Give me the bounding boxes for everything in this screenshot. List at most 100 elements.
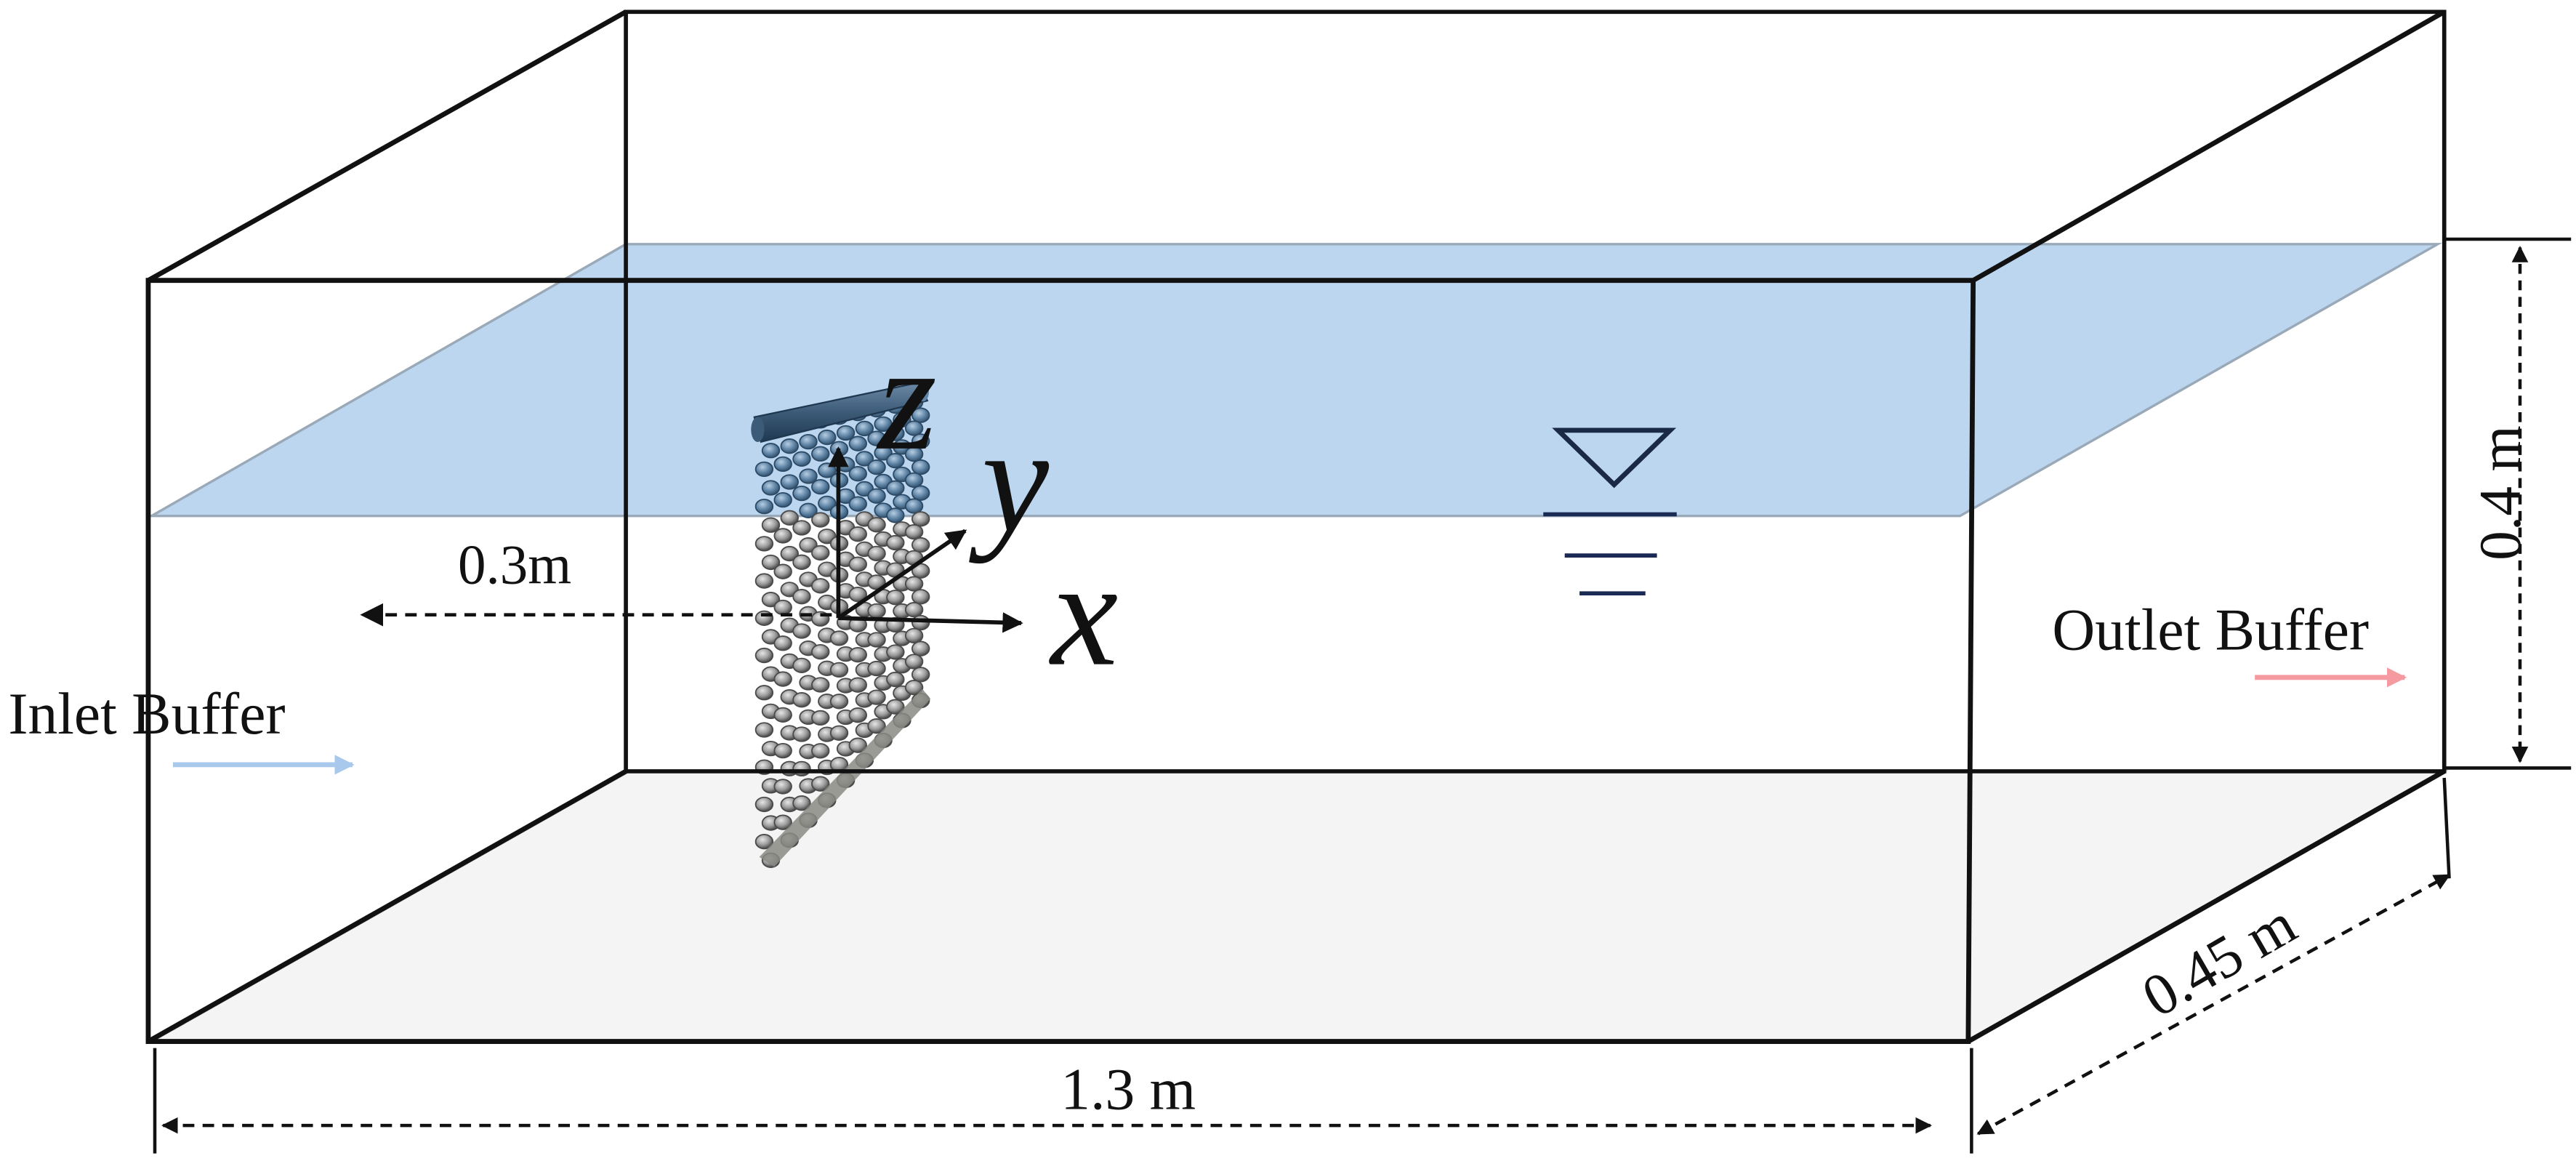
net-link: [811, 643, 830, 660]
net-link: [886, 507, 905, 523]
net-link: [848, 556, 867, 572]
net-link: [836, 425, 856, 441]
distance-label: 0.3m: [458, 534, 571, 596]
net-link: [867, 545, 886, 562]
net-link: [911, 537, 930, 553]
tank-floor: [147, 770, 2450, 1043]
net-link: [792, 485, 811, 502]
net-link: [886, 699, 905, 715]
net-link: [811, 545, 830, 561]
net-link: [773, 671, 792, 687]
net-link: [754, 498, 774, 515]
net-link: [811, 776, 830, 792]
net-link: [754, 685, 774, 701]
net-link: [867, 660, 886, 677]
net-link: [874, 416, 893, 432]
net-link: [799, 502, 818, 518]
net-link: [867, 488, 886, 504]
net-link: [792, 692, 811, 708]
net-link: [811, 512, 830, 528]
net-link: [792, 657, 811, 673]
net-link: [886, 453, 905, 469]
net-link: [886, 590, 905, 606]
net-link: [848, 677, 867, 693]
net-link: [911, 459, 930, 475]
net-link: [886, 644, 905, 660]
net-link: [799, 433, 818, 450]
net-link: [904, 472, 924, 489]
net-link: [761, 592, 781, 608]
net-link: [911, 589, 930, 605]
water-surface: [147, 243, 2443, 518]
net-link: [792, 520, 811, 536]
net-link: [848, 587, 867, 603]
net-link: [911, 640, 930, 656]
net-link: [799, 537, 818, 553]
net-link: [867, 517, 886, 533]
length-dimension: [153, 1048, 1973, 1154]
net-link: [780, 545, 799, 562]
depth-dimension: [2444, 237, 2572, 770]
net-bar-cap: [751, 417, 765, 442]
net-link: [867, 603, 886, 619]
net-link: [848, 526, 867, 542]
net-link: [773, 814, 792, 830]
coordinate-axes: [828, 446, 1023, 633]
net-link: [792, 760, 811, 777]
net-link: [811, 677, 830, 693]
net-link: [780, 438, 799, 454]
net-link: [799, 468, 818, 484]
net-panel-icon: [751, 381, 931, 868]
depth-label: 0.4 m: [2467, 425, 2533, 561]
net-link: [911, 667, 930, 683]
net-link: [904, 627, 924, 644]
net-link: [792, 795, 811, 811]
net-link: [829, 725, 849, 741]
net-link: [773, 563, 792, 579]
net-link: [773, 635, 792, 651]
net-link: [761, 480, 781, 496]
net-link: [780, 510, 799, 526]
net-link: [829, 694, 849, 710]
net-link: [867, 632, 886, 648]
net-link: [867, 718, 886, 734]
water-level-icon: [1543, 427, 1677, 596]
net-link: [754, 461, 774, 478]
inlet-buffer-label: Inlet Buffer: [8, 680, 285, 747]
net-link: [754, 573, 774, 589]
y-axis-label: y: [969, 396, 1050, 564]
net-link: [773, 528, 792, 544]
net-link: [792, 554, 811, 570]
net-link: [773, 779, 792, 795]
net-link: [773, 491, 792, 508]
net-bottom-edge: [759, 688, 931, 867]
net-link: [792, 623, 811, 639]
net-link: [886, 671, 905, 688]
net-link: [911, 407, 930, 423]
net-link: [754, 796, 774, 813]
net-link: [867, 689, 886, 705]
net-link: [811, 446, 830, 462]
net-link: [904, 602, 924, 618]
net-link: [792, 726, 811, 742]
net-link: [904, 498, 924, 514]
net-link: [773, 742, 792, 759]
net-link: [754, 722, 774, 738]
net-link: [886, 425, 905, 441]
net-link: [811, 743, 830, 759]
outlet-buffer-label: Outlet Buffer: [2052, 596, 2369, 662]
net-link: [811, 578, 830, 594]
net-link: [848, 435, 867, 451]
net-link: [904, 446, 924, 462]
z-axis-label: z: [876, 314, 937, 482]
net-link: [886, 534, 905, 551]
length-label: 1.3 m: [1060, 1056, 1196, 1122]
net-link: [848, 496, 867, 512]
net-link: [811, 710, 830, 726]
net-link: [848, 466, 867, 482]
net-link: [911, 614, 930, 631]
net-link: [754, 536, 774, 552]
net-link: [829, 662, 849, 678]
